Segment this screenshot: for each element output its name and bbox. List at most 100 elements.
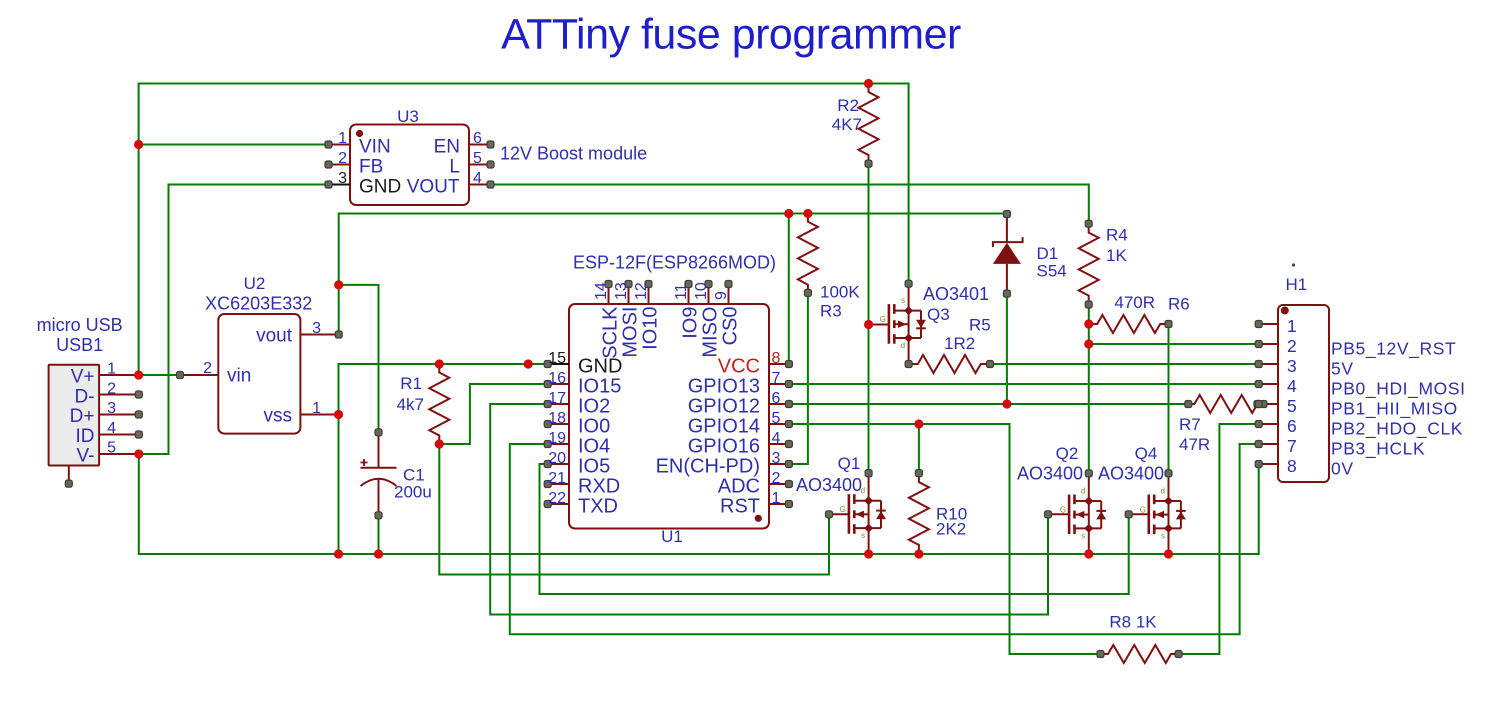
- svg-text:Q2: Q2: [1056, 444, 1079, 463]
- svg-text:8: 8: [772, 350, 781, 367]
- svg-text:s: s: [861, 531, 865, 540]
- svg-text:L: L: [449, 157, 460, 178]
- svg-text:vin: vin: [227, 366, 251, 387]
- svg-text:1: 1: [1287, 316, 1297, 336]
- svg-text:7: 7: [772, 370, 781, 387]
- svg-text:D1: D1: [1037, 244, 1059, 263]
- svg-text:15: 15: [548, 350, 566, 367]
- svg-text:AO3400: AO3400: [1017, 464, 1083, 484]
- svg-text:3: 3: [338, 170, 347, 187]
- svg-text:18: 18: [548, 410, 566, 427]
- svg-text:10: 10: [693, 282, 710, 300]
- svg-text:FB: FB: [359, 157, 383, 178]
- svg-text:2: 2: [772, 470, 781, 487]
- svg-text:U1: U1: [661, 527, 683, 546]
- svg-text:GPIO13: GPIO13: [688, 376, 760, 398]
- svg-text:EN(CH-PD): EN(CH-PD): [656, 456, 760, 478]
- svg-text:s: s: [1161, 531, 1165, 540]
- svg-text:D+: D+: [70, 406, 95, 427]
- svg-text:12: 12: [633, 282, 650, 300]
- svg-text:PB3_HCLK: PB3_HCLK: [1331, 439, 1425, 460]
- svg-text:4: 4: [107, 420, 116, 437]
- svg-text:470R: 470R: [1114, 293, 1155, 312]
- svg-text:AO3400: AO3400: [796, 475, 862, 495]
- svg-text:1: 1: [107, 361, 116, 378]
- svg-text:100K: 100K: [820, 283, 860, 302]
- svg-text:ADC: ADC: [718, 476, 760, 498]
- svg-text:2K2: 2K2: [936, 520, 966, 539]
- svg-text:5: 5: [1287, 396, 1297, 416]
- svg-text:IO9: IO9: [680, 307, 702, 339]
- svg-text:19: 19: [548, 430, 566, 447]
- svg-text:MOSI: MOSI: [620, 307, 642, 358]
- svg-text:5: 5: [772, 410, 781, 427]
- svg-text:GPIO14: GPIO14: [688, 416, 760, 438]
- svg-text:IO10: IO10: [640, 307, 662, 350]
- svg-text:ESP-12F(ESP8266MOD): ESP-12F(ESP8266MOD): [573, 253, 776, 273]
- svg-text:R1: R1: [400, 374, 422, 393]
- svg-text:S54: S54: [1037, 262, 1067, 281]
- svg-text:d: d: [901, 341, 905, 350]
- svg-text:R7: R7: [1179, 415, 1201, 434]
- svg-text:1K: 1K: [1106, 246, 1127, 265]
- svg-text:47R: 47R: [1179, 435, 1210, 454]
- svg-text:IO15: IO15: [578, 376, 621, 398]
- svg-text:VCC: VCC: [718, 356, 760, 378]
- svg-text:R10: R10: [936, 505, 967, 524]
- svg-text:14: 14: [593, 282, 610, 300]
- svg-text:2: 2: [338, 150, 347, 167]
- svg-text:3: 3: [107, 400, 116, 417]
- svg-text:C1: C1: [403, 466, 425, 485]
- svg-text:SCLK: SCLK: [600, 306, 622, 359]
- svg-text:MISO: MISO: [700, 307, 722, 358]
- svg-text:6: 6: [772, 390, 781, 407]
- svg-text:s: s: [1081, 531, 1085, 540]
- svg-text:ATTiny fuse programmer: ATTiny fuse programmer: [501, 11, 961, 59]
- svg-text:0V: 0V: [1331, 459, 1354, 479]
- svg-text:3: 3: [772, 450, 781, 467]
- svg-text:13: 13: [613, 282, 630, 300]
- svg-text:AO3400: AO3400: [1098, 464, 1164, 484]
- svg-text:IO0: IO0: [578, 416, 610, 438]
- svg-text:G: G: [840, 505, 846, 514]
- svg-text:2: 2: [1287, 336, 1297, 356]
- svg-text:4: 4: [772, 430, 781, 447]
- svg-text:17: 17: [548, 390, 566, 407]
- svg-text:PB0_HDI_MOSI: PB0_HDI_MOSI: [1331, 379, 1466, 400]
- svg-text:6: 6: [473, 130, 482, 147]
- svg-text:d: d: [1081, 487, 1085, 496]
- svg-text:3: 3: [312, 320, 321, 337]
- svg-text:micro USB: micro USB: [37, 315, 123, 335]
- svg-text:H1: H1: [1286, 275, 1308, 294]
- svg-text:7: 7: [1287, 436, 1297, 456]
- svg-text:R3: R3: [820, 302, 842, 321]
- svg-text:4K7: 4K7: [832, 115, 862, 134]
- svg-text:IO4: IO4: [578, 436, 610, 458]
- svg-text:RST: RST: [720, 496, 760, 518]
- svg-text:RXD: RXD: [578, 476, 620, 498]
- svg-text:2: 2: [107, 380, 116, 397]
- svg-text:IO2: IO2: [578, 396, 610, 418]
- svg-text:1: 1: [772, 490, 781, 507]
- svg-text:1: 1: [312, 400, 321, 417]
- svg-text:GPIO12: GPIO12: [688, 396, 760, 418]
- svg-text:GND: GND: [359, 177, 401, 198]
- svg-text:22: 22: [548, 490, 566, 507]
- svg-text:EN: EN: [434, 137, 460, 158]
- svg-text:ID: ID: [76, 426, 95, 447]
- svg-text:8: 8: [1287, 456, 1297, 476]
- svg-text:200u: 200u: [394, 483, 432, 502]
- svg-text:R6: R6: [1168, 295, 1190, 314]
- svg-text:s: s: [901, 296, 905, 305]
- svg-text:R5: R5: [969, 316, 991, 335]
- svg-text:R4: R4: [1106, 226, 1128, 245]
- svg-text:U2: U2: [244, 274, 266, 293]
- svg-text:5: 5: [107, 440, 116, 457]
- svg-text:d: d: [861, 486, 865, 495]
- svg-text:12V Boost module: 12V Boost module: [500, 144, 647, 164]
- svg-text:5: 5: [473, 150, 482, 167]
- svg-text:U3: U3: [397, 107, 419, 126]
- svg-text:PB2_HDO_CLK: PB2_HDO_CLK: [1331, 419, 1463, 440]
- svg-text:PB5_12V_RST: PB5_12V_RST: [1331, 339, 1456, 360]
- svg-text:CS0: CS0: [720, 307, 742, 346]
